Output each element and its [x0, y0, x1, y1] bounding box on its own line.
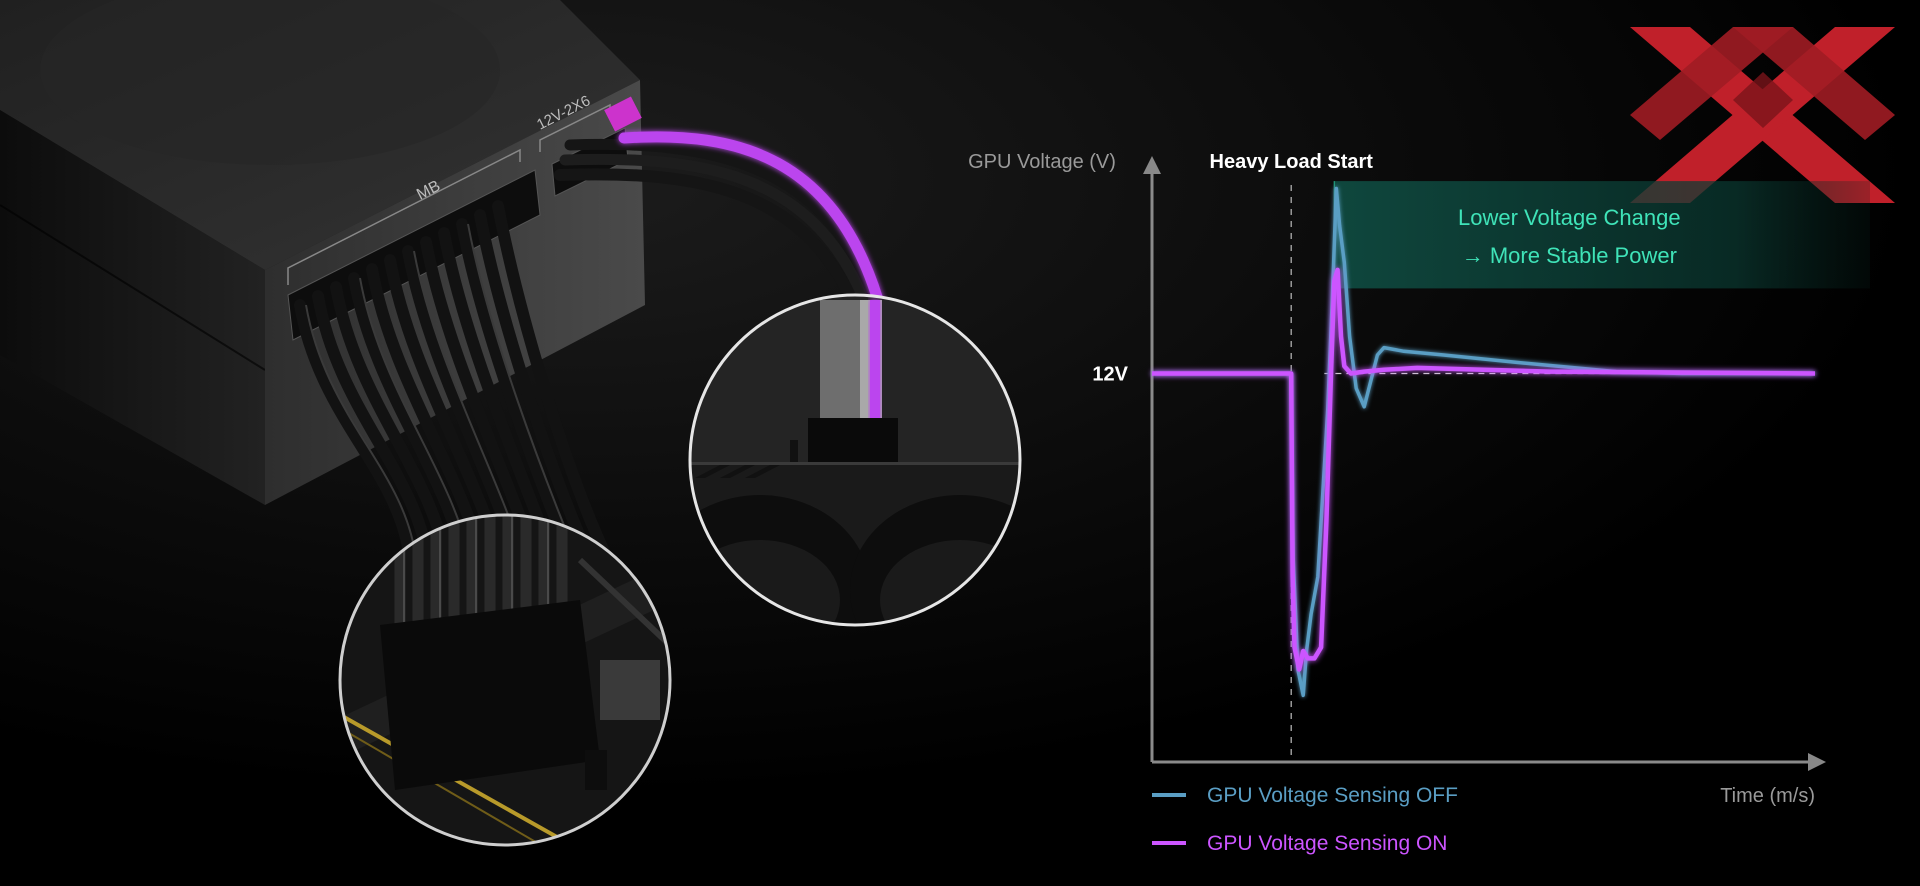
x-axis-label: Time (m/s): [1720, 785, 1815, 807]
sense-pin: [604, 96, 642, 132]
series-line-sensing-on: [1152, 267, 1816, 672]
legend-label-sensing-off: GPU Voltage Sensing OFF: [1207, 784, 1458, 807]
event-marker-label: Heavy Load Start: [1210, 151, 1374, 173]
reference-label-12v: 12V: [1092, 364, 1128, 386]
legend: GPU Voltage Sensing OFF GPU Voltage Sens…: [1152, 784, 1458, 855]
annotation-band: [1334, 181, 1870, 289]
gpu-cable-bundle: [554, 131, 884, 306]
y-axis-label: GPU Voltage (V): [968, 151, 1116, 173]
psu-side-face: [0, 110, 265, 505]
brand-logo: [1630, 27, 1895, 203]
annotation-line-2: → More Stable Power: [1462, 243, 1677, 268]
zoom-circle-mb: [338, 513, 672, 847]
legend-label-sensing-on: GPU Voltage Sensing ON: [1207, 832, 1447, 855]
voltage-chart: Lower Voltage Change → More Stable Power…: [968, 151, 1870, 855]
series-line-sensing-off: [1152, 186, 1815, 698]
annotation-line-1: Lower Voltage Change: [1458, 205, 1681, 230]
psu-illustration: MB 12V-2X6: [0, 0, 884, 566]
